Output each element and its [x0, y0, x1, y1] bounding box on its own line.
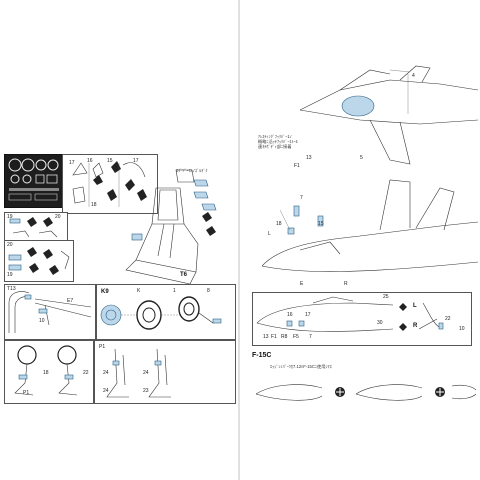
bay-right-label-b: 24 — [103, 370, 109, 376]
mid-callout-b: 18 — [276, 221, 282, 227]
wheel-label-d: 8 — [207, 288, 210, 294]
top-callout-b: F1 — [294, 163, 300, 169]
main-gear-drawing — [14, 345, 78, 396]
step-frame-side-panels: 19 20 — [4, 212, 68, 242]
step-frame-main-gear: P1 18 22 — [4, 340, 94, 404]
f15c-engine-drawings — [255, 384, 477, 401]
manual-page-right: ｱﾚｽﾃｨﾝｸﾞﾌｯｸﾊﾞｰ1ﾉ 概略ﾆ沿ｯﾃﾌｯｸﾊﾞｰｽﾄｰﾙ 連ﾈﾃﾎﾞﾃ… — [240, 0, 480, 480]
f15c-note: ｴｯｼﾞﾝﾉﾊﾟｰﾂｶ7.12ﾊF-15Cﾆ使用ｼﾏｽ — [270, 364, 332, 369]
step2-label-b: 20 — [55, 214, 61, 220]
mid-callout-f: E — [300, 281, 304, 287]
wheel-label-b: K — [137, 288, 141, 294]
step-frame-instrument-parts: 17 16 15 18 17 — [62, 154, 158, 214]
aircraft-top-drawing — [299, 65, 479, 165]
step-frame-nose-detail: 16 F1 17 13 R8 F5 7 25 L R 22 30 10 — [252, 292, 472, 346]
step3-label-b: 19 — [7, 272, 13, 278]
detail-label-f: F5 — [293, 334, 299, 340]
bay-right-label-c: 24 — [143, 370, 149, 376]
top-callout-a: 4 — [412, 73, 415, 79]
nose-detail-drawing — [256, 296, 444, 332]
step1-label-d: 18 — [91, 202, 97, 208]
top-callout-c: 13 — [306, 155, 312, 161]
step2-label-a: 19 — [7, 214, 13, 220]
top-note: ｱﾚｽﾃｨﾝｸﾞﾌｯｸﾊﾞｰ1ﾉ 概略ﾆ沿ｯﾃﾌｯｸﾊﾞｰｽﾄｰﾙ 連ﾈﾃﾎﾞﾃ… — [258, 134, 298, 150]
detail-label-e: R8 — [281, 334, 288, 340]
wheel-label-c: 1 — [173, 288, 176, 294]
mid-callout-e: L — [268, 231, 271, 237]
step1-label-e: 17 — [133, 158, 139, 164]
gear-label-b: E7 — [67, 298, 74, 304]
manual-page-left: 17 16 15 18 17 19 20 20 19 — [0, 0, 238, 480]
aircraft-mid-drawing — [261, 179, 479, 272]
detail-label-b: F1 — [271, 334, 277, 340]
detail-label-i: L — [413, 303, 417, 309]
step1-label-b: 16 — [87, 158, 93, 164]
gear-label-a: T13 — [7, 286, 16, 292]
consoles-drawing — [8, 247, 70, 275]
gear-label-c: 10 — [39, 318, 45, 324]
step1-label-a: 17 — [69, 160, 75, 166]
f15c-heading: F-15C — [252, 352, 272, 359]
detail-label-j: R — [413, 323, 418, 329]
detail-label-l: 30 — [377, 320, 383, 326]
bay-left-label-c: 22 — [83, 370, 89, 376]
bay-right-label-a: P1 — [99, 344, 106, 350]
detail-label-d: 13 — [263, 334, 269, 340]
seat-callout: T6 — [180, 272, 188, 278]
page-gutter — [238, 0, 240, 480]
bay-right-label-d: 24 — [103, 388, 109, 394]
seat-note: ｴｸﾞｿﾞｰｽﾄﾉｽﾞﾙｷﾞｸ — [176, 168, 208, 173]
detail-label-h: 25 — [383, 294, 389, 300]
top-callout-d: 5 — [360, 155, 363, 161]
mid-callout-d: R — [344, 281, 348, 287]
landing-gear-drawing — [8, 291, 92, 333]
bay-left-label-b: 18 — [43, 370, 49, 376]
wheels-drawing — [100, 296, 222, 330]
mid-callout-a: 7 — [300, 195, 303, 201]
wheel-label-a: K9 — [101, 289, 109, 295]
detail-label-k: 22 — [445, 316, 451, 322]
photo-etch-sheet — [4, 154, 64, 208]
photo-etch-parts-drawing — [8, 158, 59, 201]
instrument-parts-drawing — [72, 161, 147, 207]
bay-left-label-a: P1 — [23, 390, 30, 396]
bay-right-label-e: 23 — [143, 388, 149, 394]
detail-label-g: 7 — [309, 334, 312, 340]
detail-label-c: 17 — [305, 312, 311, 318]
step-frame-wheels: K9 K 1 8 — [96, 284, 236, 340]
side-panels-drawing — [9, 217, 58, 238]
ejection-seat-drawing — [125, 169, 217, 285]
step3-label-a: 20 — [7, 242, 13, 248]
step-frame-landing-gear: T13 E7 10 — [4, 284, 96, 340]
detail-label-m: 10 — [459, 326, 465, 332]
detail-label-a: 16 — [287, 312, 293, 318]
step1-label-c: 15 — [107, 158, 113, 164]
step-frame-nose-gear: P1 24 24 24 23 — [94, 340, 236, 404]
step-frame-consoles: 20 19 — [4, 240, 74, 282]
nose-gear-drawing — [106, 348, 171, 398]
mid-callout-c: 15 — [318, 221, 324, 227]
